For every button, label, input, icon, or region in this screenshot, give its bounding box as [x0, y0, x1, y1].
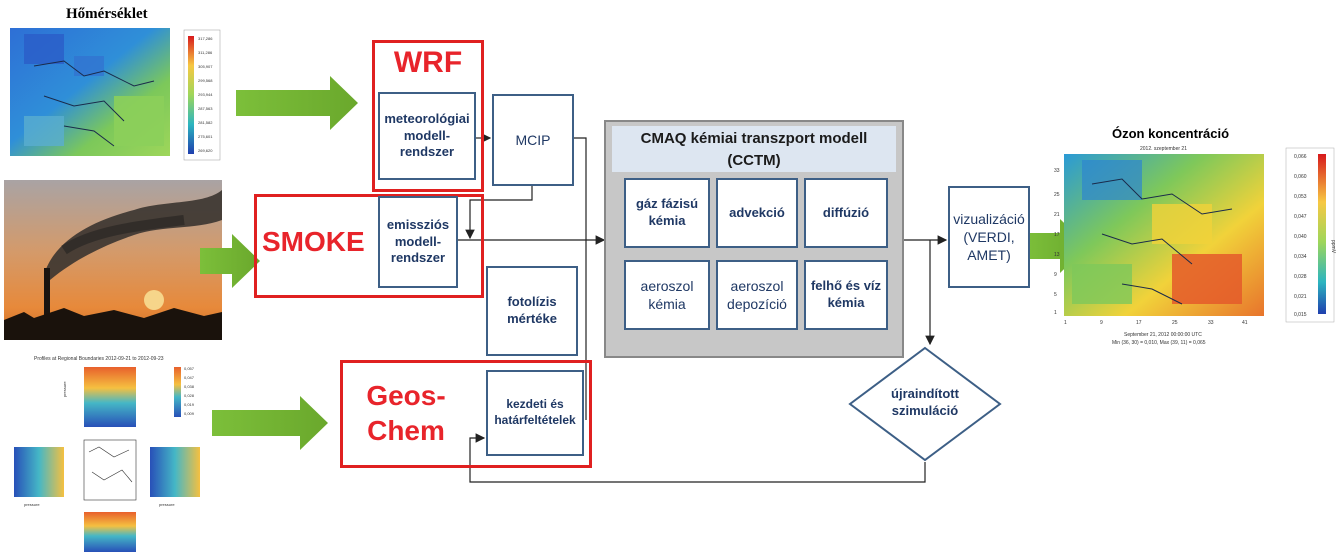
ozone-footer: Min (36, 30) = 0,010, Max (39, 11) = 0,0…	[1112, 340, 1206, 346]
temp-colorbar-tick: 299,568	[198, 78, 213, 83]
mcip-box: MCIP	[492, 94, 574, 186]
boundary-colorbar-tick: 0,038	[184, 384, 195, 389]
ozone-y-tick: 21	[1054, 212, 1060, 218]
ozone-x-tick: 25	[1172, 320, 1178, 326]
gas-phase-chemistry-cell: gáz fázisú kémia	[624, 178, 710, 248]
boundary-axis-label: pressure	[24, 502, 40, 507]
ozone-y-tick: 5	[1054, 292, 1057, 298]
temperature-map-title: Hőmérséklet	[66, 6, 148, 22]
ozone-y-tick: 13	[1054, 252, 1060, 258]
boundary-plot-title: Profiles at Regional Boundaries 2012-09-…	[34, 356, 164, 362]
advection-cell: advekció	[716, 178, 798, 248]
aerosol-chemistry-cell: aeroszol kémia	[624, 260, 710, 330]
boundary-conditions-plot: Profiles at Regional Boundaries 2012-09-…	[4, 352, 222, 552]
photolysis-box: fotolízis mértéke	[486, 266, 578, 356]
visualization-box: vizualizáció (VERDI, AMET)	[948, 186, 1030, 288]
ozone-colorbar-tick: 0,053	[1294, 194, 1307, 200]
temp-colorbar-tick: 317,286	[198, 36, 213, 41]
ozone-colorbar-tick: 0,028	[1294, 274, 1307, 280]
ozone-y-tick: 17	[1054, 232, 1060, 238]
geoschem-frame	[340, 360, 592, 468]
green-arrow	[200, 234, 260, 288]
cloud-water-chemistry-cell: felhő és víz kémia	[804, 260, 888, 330]
ozone-x-tick: 9	[1100, 320, 1103, 326]
restart-diamond	[848, 346, 1002, 462]
ozone-colorbar-tick: 0,034	[1294, 254, 1307, 260]
ozone-x-tick: 33	[1208, 320, 1214, 326]
smokestack-photo	[4, 180, 222, 340]
temp-colorbar-tick: 287,563	[198, 106, 213, 111]
ozone-colorbar-tick: 0,047	[1294, 214, 1307, 220]
cmaq-title: CMAQ kémiai transzport modell (CCTM)	[612, 126, 896, 172]
ozone-colorbar-tick: 0,015	[1294, 312, 1307, 318]
ozone-map-image: 2012. szeptember 21 1 9 17 25 33 41 33 2…	[1054, 146, 1336, 346]
boundary-colorbar-tick: 0,019	[184, 402, 195, 407]
wrf-label: WRF	[393, 46, 463, 79]
ozone-x-tick: 41	[1242, 320, 1248, 326]
ozone-map-title: Ózon koncentráció	[1112, 126, 1230, 141]
aerosol-deposition-cell: aeroszol depozíció	[716, 260, 798, 330]
boundary-colorbar-tick: 0,057	[184, 366, 195, 371]
temperature-map-image: 317,286 311,286 305,907 299,568 293,944 …	[4, 26, 224, 166]
diffusion-cell: diffúzió	[804, 178, 888, 248]
ozone-colorbar-tick: 0,040	[1294, 234, 1307, 240]
ozone-y-tick: 33	[1054, 168, 1060, 174]
meteorological-model-box: meteorológiai modell-rendszer	[378, 92, 476, 180]
temp-colorbar-tick: 311,286	[198, 50, 213, 55]
temp-colorbar-tick: 281,582	[198, 120, 213, 125]
ozone-colorbar-tick: 0,060	[1294, 174, 1307, 180]
ozone-y-tick: 9	[1054, 272, 1057, 278]
ozone-colorbar-tick: 0,066	[1294, 154, 1307, 160]
boundary-axis-label: pressure	[62, 381, 67, 397]
ozone-footer: September 21, 2012 00:00:00 UTC	[1124, 332, 1202, 338]
restart-label: újraindított szimuláció	[891, 386, 959, 418]
boundary-colorbar-tick: 0,009	[184, 411, 195, 416]
temp-colorbar-tick: 269,620	[198, 148, 213, 153]
green-arrow	[236, 76, 358, 130]
ozone-x-tick: 1	[1064, 320, 1067, 326]
emission-model-box: emissziós modell-rendszer	[378, 196, 458, 288]
initial-boundary-conditions-box: kezdeti és határfeltételek	[486, 370, 584, 456]
temp-colorbar-tick: 305,907	[198, 64, 213, 69]
wrf-frame	[372, 40, 484, 192]
smoke-label: SMOKE	[262, 226, 365, 257]
boundary-colorbar-tick: 0,047	[184, 375, 195, 380]
geoschem-label: Geos-Chem	[366, 380, 446, 446]
temp-colorbar-tick: 293,944	[198, 92, 213, 97]
temp-colorbar-tick: 275,601	[198, 134, 213, 139]
ozone-subtitle: 2012. szeptember 21	[1140, 146, 1187, 152]
boundary-axis-label: pressure	[159, 502, 175, 507]
smoke-frame	[254, 194, 484, 298]
ozone-x-tick: 17	[1136, 320, 1142, 326]
ozone-y-tick: 1	[1054, 310, 1057, 316]
ozone-colorbar-tick: 0,021	[1294, 294, 1307, 300]
boundary-colorbar-tick: 0,028	[184, 393, 195, 398]
ozone-unit-label: ppmV	[1330, 240, 1336, 254]
ozone-y-tick: 25	[1054, 192, 1060, 198]
green-arrow	[212, 396, 328, 450]
